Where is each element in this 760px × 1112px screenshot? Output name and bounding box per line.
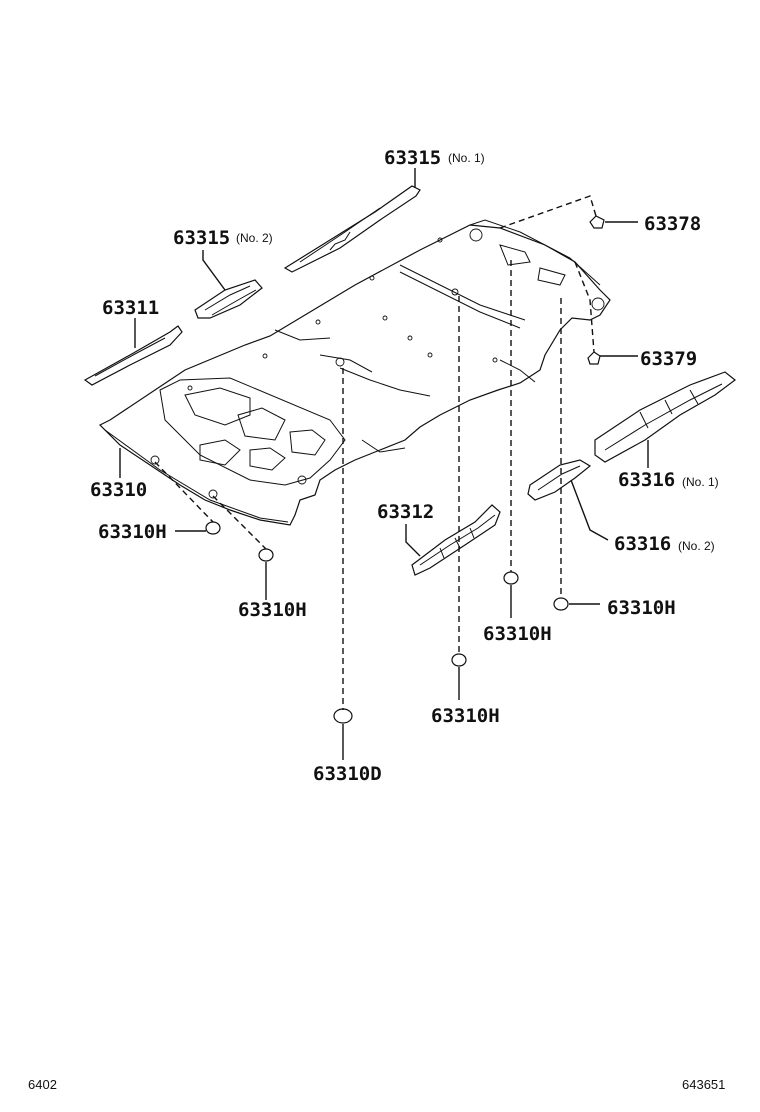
footer-right-code: 643651	[682, 1077, 725, 1092]
svg-text:(No. 2): (No. 2)	[236, 231, 273, 245]
label-63379: 63379	[640, 348, 697, 370]
svg-text:63315: 63315	[173, 227, 230, 249]
part-63379-clip	[587, 351, 601, 365]
svg-text:63311: 63311	[102, 297, 159, 319]
label-63310h-e: 63310H	[431, 705, 500, 727]
svg-text:63310H: 63310H	[98, 521, 167, 543]
svg-text:63310D: 63310D	[313, 763, 382, 785]
clip-63310d	[333, 708, 353, 724]
svg-text:63310H: 63310H	[483, 623, 552, 645]
label-63310d: 63310D	[313, 763, 382, 785]
part-63311	[83, 325, 183, 386]
svg-text:63378: 63378	[644, 213, 701, 235]
clip-63310h-a	[205, 521, 221, 535]
headliner-panel	[98, 219, 611, 526]
svg-text:(No. 2): (No. 2)	[678, 539, 715, 553]
label-63310h-d: 63310H	[607, 597, 676, 619]
part-63315-no1	[283, 185, 421, 273]
svg-text:63312: 63312	[377, 501, 434, 523]
svg-text:63316: 63316	[618, 469, 675, 491]
footer-left-code: 6402	[28, 1077, 57, 1092]
label-63316-no1: 63316 (No. 1)	[618, 469, 719, 491]
part-63315-no2	[194, 279, 263, 319]
label-63316-no2: 63316 (No. 2)	[614, 533, 715, 555]
clip-63310h-e	[451, 653, 467, 667]
clip-63310h-b	[258, 548, 274, 562]
svg-text:63310H: 63310H	[238, 599, 307, 621]
label-63378: 63378	[644, 213, 701, 235]
label-63310h-b: 63310H	[238, 599, 307, 621]
svg-text:63310H: 63310H	[431, 705, 500, 727]
label-63315-no2: 63315 (No. 2)	[173, 227, 273, 249]
svg-text:(No. 1): (No. 1)	[682, 475, 719, 489]
label-63312: 63312	[377, 501, 434, 523]
label-63310h-c: 63310H	[483, 623, 552, 645]
clip-63310h-d	[553, 597, 569, 611]
svg-text:63316: 63316	[614, 533, 671, 555]
label-63311: 63311	[102, 297, 159, 319]
leader-lines	[119, 168, 649, 760]
part-63316-no2	[527, 459, 592, 501]
label-63310: 63310	[90, 479, 147, 501]
svg-text:63379: 63379	[640, 348, 697, 370]
label-63310h-a: 63310H	[98, 521, 167, 543]
svg-text:63310H: 63310H	[607, 597, 676, 619]
svg-text:63315: 63315	[384, 147, 441, 169]
svg-text:(No. 1): (No. 1)	[448, 151, 485, 165]
svg-text:63310: 63310	[90, 479, 147, 501]
part-63316-no1	[594, 371, 736, 463]
part-63378-clip	[589, 215, 605, 229]
clip-63310h-c	[503, 571, 519, 585]
label-63315-no1: 63315 (No. 1)	[384, 147, 485, 169]
assembly-lines	[154, 195, 597, 710]
